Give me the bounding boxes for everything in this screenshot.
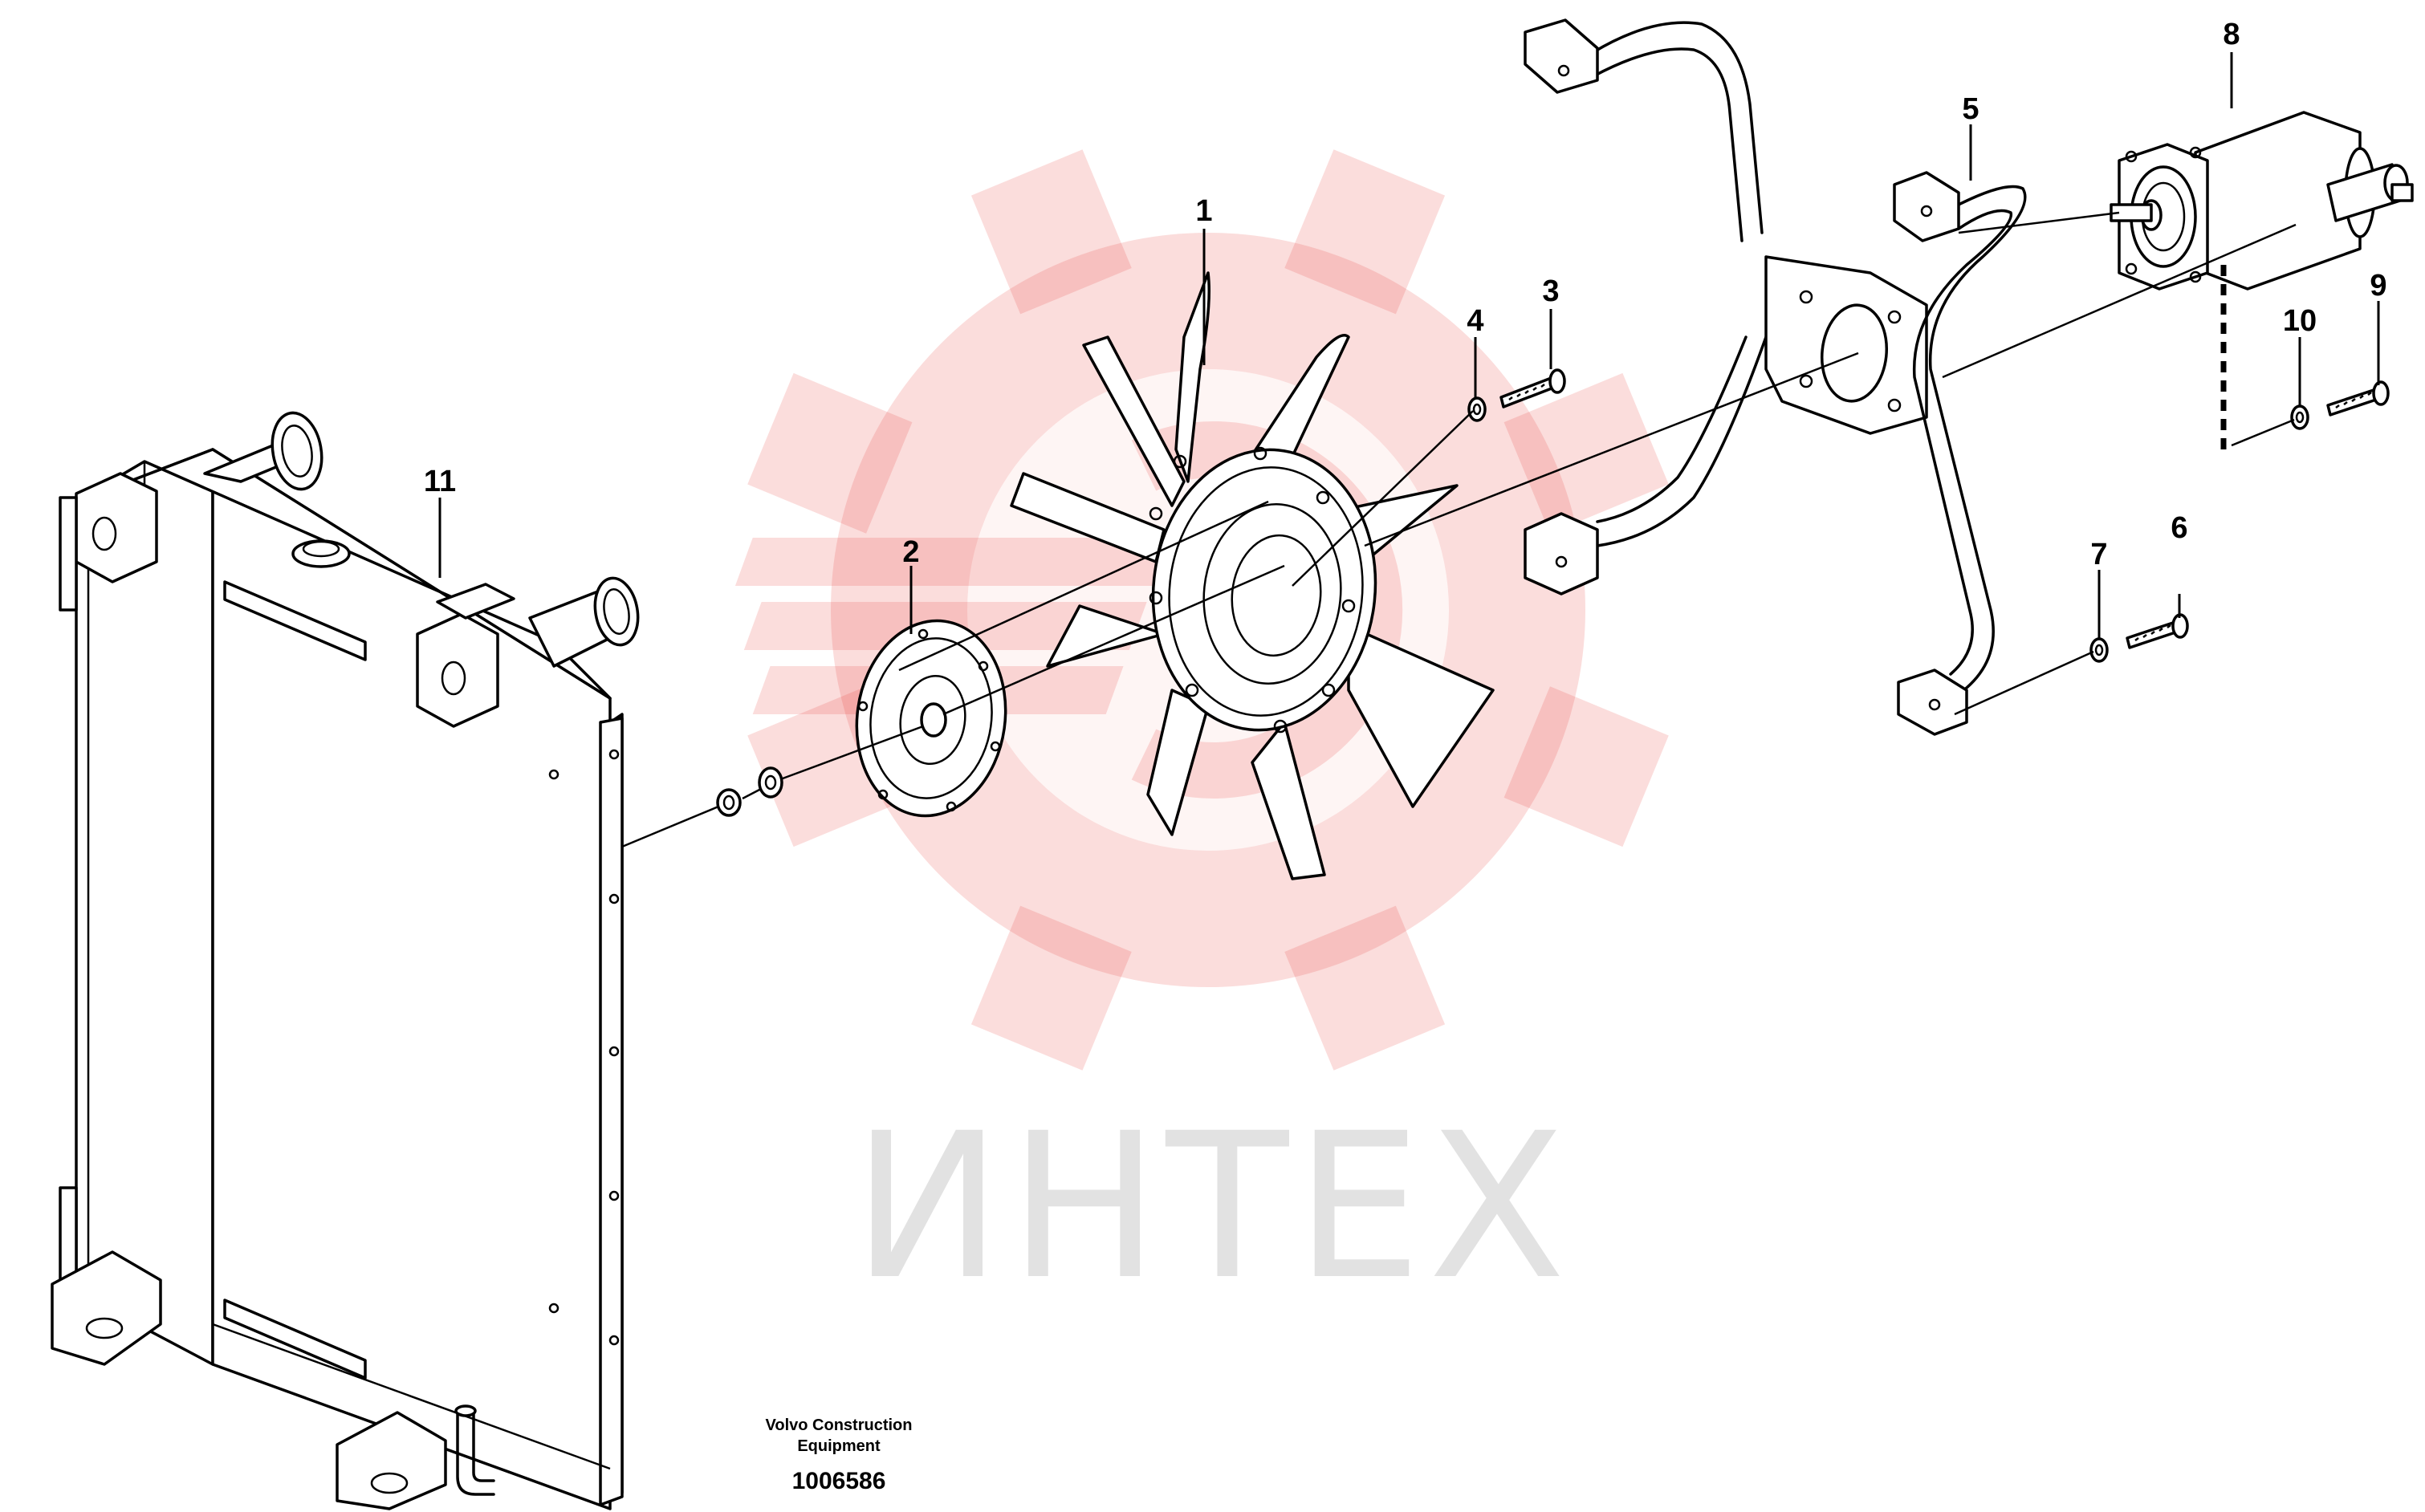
caption-line-2: Equipment (797, 1437, 881, 1455)
callout-6: 6 (2171, 511, 2187, 545)
bolt-part-3 (1499, 368, 1566, 408)
callout-10: 10 (2283, 304, 2317, 338)
callout-8: 8 (2223, 18, 2240, 51)
callout-leaders (438, 52, 2380, 638)
bolt-part-6 (2126, 613, 2189, 649)
gear-tooth (1284, 149, 1446, 315)
document-number: 1006586 (792, 1468, 886, 1494)
watermark-text: ИНТЕХ (852, 1090, 1573, 1323)
assembly-lines (621, 211, 2297, 848)
cooling-fan-part-1 (1010, 271, 1495, 880)
washer-part-7 (2089, 637, 2109, 663)
callout-5: 5 (1962, 92, 1979, 126)
gear-tooth (970, 905, 1132, 1071)
callout-3: 3 (1542, 274, 1559, 308)
callout-11: 11 (424, 465, 456, 498)
washer-part-10 (2290, 404, 2309, 430)
radiator-part-11 (51, 411, 640, 1510)
fan-hub-flange-part-2 (855, 619, 1007, 818)
callout-9: 9 (2370, 269, 2386, 303)
callout-7: 7 (2090, 538, 2107, 571)
gear-tooth (1503, 372, 1669, 534)
callout-1: 1 (1195, 194, 1212, 228)
nut-washer-pair (716, 766, 783, 817)
washer-part-4 (1467, 396, 1487, 422)
gear-tooth (747, 372, 913, 534)
gear-tooth (970, 149, 1132, 315)
caption-line-1: Volvo Construction (766, 1416, 913, 1434)
gear-tooth (1503, 686, 1669, 847)
callout-4: 4 (1467, 304, 1483, 338)
fan-motor-part-8 (2110, 111, 2414, 291)
bolt-part-9 (2326, 380, 2390, 417)
bracket-frame (1524, 18, 2027, 736)
gear-tooth (1284, 905, 1446, 1071)
callout-2: 2 (902, 535, 919, 569)
